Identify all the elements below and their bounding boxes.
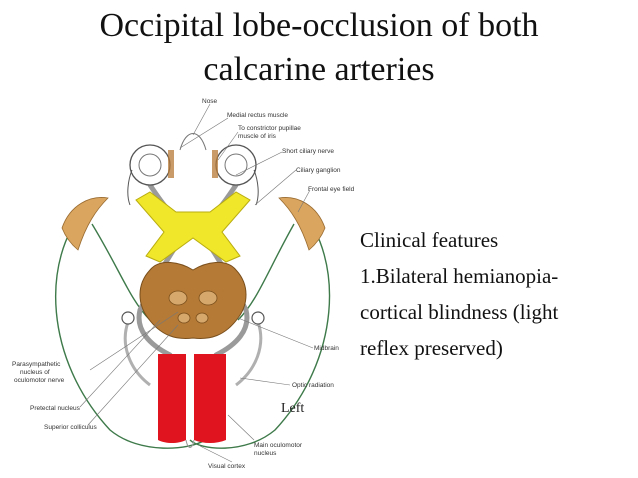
optic-radiation-lines [123,321,263,387]
right-cortex-cap [278,197,326,251]
label-visual-cortex: Visual cortex [208,463,246,470]
features-line-2: cortical blindness (light [360,300,559,324]
label-medial-rectus: Medial rectus muscle [227,112,288,119]
label-short-ciliary: Short ciliary nerve [282,148,334,155]
label-main-oculomotor-1: Main oculomotor [254,442,303,449]
left-eye [127,144,174,206]
features-heading: Clinical features [360,228,499,252]
label-leader-lines [79,103,314,463]
title-line-1: Occipital lobe-occlusion of both [99,7,539,44]
pupillary-pathway-loops [55,207,331,449]
label-left: Left [281,401,304,416]
left-outer-loop [55,207,206,449]
label-pretectal: Pretectal nucleus [30,405,81,412]
diagram-labels: Nose Medial rectus muscle To constrictor… [12,98,355,470]
clinical-features: Clinical features 1.Bilateral hemianopia… [360,222,635,366]
label-constrictor-1: To constrictor pupillae [238,125,301,132]
midbrain-nuclei [168,290,218,324]
calcarine-occlusion [158,354,226,448]
left-cortex-cap [61,197,109,251]
label-optic-radiation: Optic radiation [292,382,334,389]
left-occlusion-block [158,354,186,443]
features-line-1: 1.Bilateral hemianopia- [360,264,559,288]
label-parasym-2: nucleus of [20,369,50,376]
label-main-oculomotor-2: nucleus [254,450,277,457]
midbrain [139,262,247,339]
label-ciliary-ganglion: Ciliary ganglion [296,167,341,174]
nose-outline [179,133,207,151]
optic-chiasm [135,191,251,263]
right-ciliary-ganglion [251,311,265,325]
label-superior-colliculus: Superior colliculus [44,424,97,431]
right-occlusion-block [194,354,226,443]
right-outer-loop [189,207,331,449]
slide-title: Occipital lobe-occlusion of both calcari… [0,4,638,92]
label-parasym-3: oculomotor nerve [14,377,65,384]
right-inner-loop [237,223,295,321]
left-inner-loop [91,223,151,321]
label-parasym-1: Parasympathetic [12,361,61,368]
label-frontal-eye-field: Frontal eye field [308,186,355,193]
features-line-3: reflex preserved) [360,336,503,360]
label-midbrain: Midbrain [314,345,339,352]
title-line-2: calcarine arteries [203,51,435,88]
label-constrictor-2: muscle of iris [238,133,277,140]
label-nose: Nose [202,98,218,105]
left-ciliary-ganglion [121,311,135,325]
